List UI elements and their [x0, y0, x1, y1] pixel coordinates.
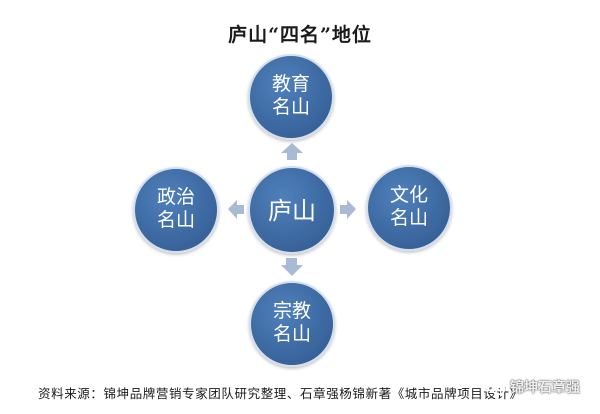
node-top-line1: 教育 [272, 73, 310, 95]
arrow-right [340, 200, 356, 219]
node-top: 教育 名山 [248, 54, 334, 140]
node-center-label: 庐山 [268, 197, 316, 225]
node-right-line2: 名山 [390, 207, 428, 229]
node-bottom: 宗教 名山 [249, 281, 335, 367]
arrow-left [228, 200, 244, 219]
node-left: 政治 名山 [133, 167, 219, 253]
arrow-down [281, 258, 303, 276]
watermark-text: 锦坤石章强 [510, 380, 580, 396]
node-right-line1: 文化 [390, 184, 428, 206]
node-left-line2: 名山 [157, 209, 195, 231]
node-center: 庐山 [248, 166, 336, 254]
source-note: 资料来源：锦坤品牌营销专家团队研究整理、石章强杨锦新著《城市品牌项目设计》 [38, 386, 523, 401]
node-left-line1: 政治 [157, 186, 195, 208]
arrow-up [281, 143, 303, 160]
watermark: 锦坤石章强 [484, 377, 580, 397]
node-top-line2: 名山 [272, 96, 310, 118]
diagram-title: 庐山“四名”地位 [228, 24, 372, 46]
node-bottom-line2: 名山 [273, 323, 311, 345]
wechat-icon [484, 378, 506, 396]
node-bottom-line1: 宗教 [273, 300, 311, 322]
node-right: 文化 名山 [366, 165, 452, 251]
